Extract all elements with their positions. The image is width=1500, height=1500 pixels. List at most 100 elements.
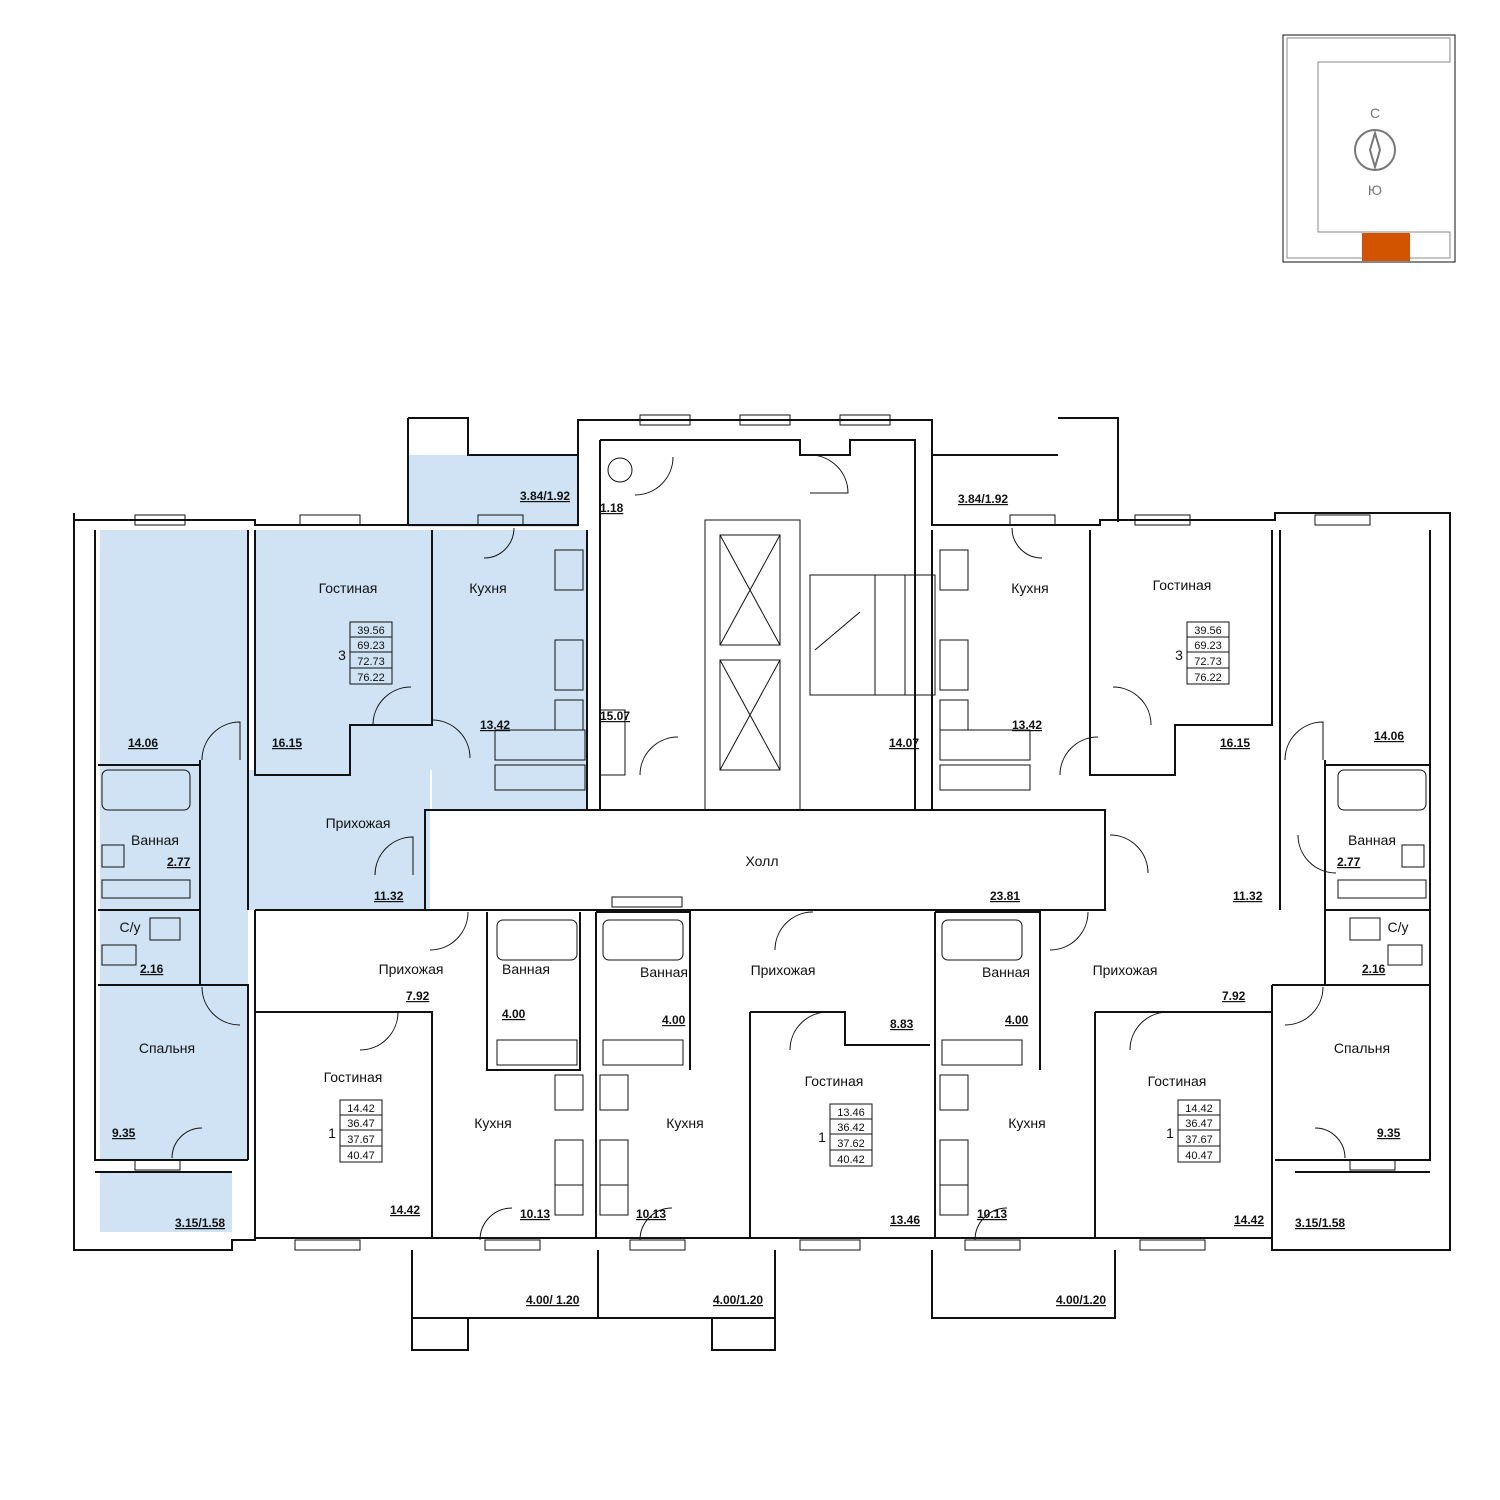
svg-text:39.56: 39.56 [357,625,385,637]
area-label: 3.84/1.92 [958,492,1008,506]
room-label: Гостиная [324,1069,383,1085]
area-label: 4.00 [662,1013,686,1027]
svg-text:72.73: 72.73 [1194,656,1222,668]
room-label: Ванная [640,964,688,980]
svg-text:36.47: 36.47 [347,1118,375,1130]
area-label: 3.84/1.92 [520,489,570,503]
area-label: 10.13 [636,1207,666,1221]
apartment-summary-2[interactable]: 3 39.56 69.23 72.73 76.22 [1175,621,1230,685]
area-label: 10.13 [520,1207,550,1221]
area-label: 13.42 [1012,718,1042,732]
interior-walls [98,439,1430,1238]
area-label: 4.00 [1005,1013,1029,1027]
room-label: С/у [1388,919,1409,935]
area-label: 14.42 [1234,1213,1264,1227]
area-label: 2.16 [1362,962,1386,976]
svg-text:1: 1 [818,1129,826,1145]
svg-text:36.47: 36.47 [1185,1118,1213,1130]
area-label: 14.06 [128,736,158,750]
svg-text:39.56: 39.56 [1194,625,1222,637]
room-label: Прихожая [751,962,816,978]
area-labels: 3.84/1.92 3.84/1.92 1.18 15.07 14.07 14.… [112,489,1404,1307]
room-label: Прихожая [1093,962,1158,978]
svg-text:40.47: 40.47 [1185,1150,1213,1162]
room-label: Гостиная [1153,577,1212,593]
area-label: 14.07 [889,736,919,750]
room-label: Кухня [469,580,506,596]
area-label: 15.07 [600,709,630,723]
svg-text:69.23: 69.23 [357,640,385,652]
area-label: 7.92 [406,989,430,1003]
room-label: Кухня [666,1115,703,1131]
apartment-summary-3[interactable]: 1 14.42 36.47 37.67 40.47 [328,1099,383,1163]
room-label: Гостиная [805,1073,864,1089]
apartment-summary-1[interactable]: 3 39.56 69.23 72.73 76.22 [338,621,393,685]
svg-text:13.46: 13.46 [837,1107,865,1119]
area-label: 4.00 [502,1007,526,1021]
room-label: Кухня [474,1115,511,1131]
svg-text:76.22: 76.22 [357,672,385,684]
area-label: 14.42 [390,1203,420,1217]
area-label: 1.18 [600,501,624,515]
selected-section-marker [1362,233,1410,261]
room-label: Прихожая [326,815,391,831]
room-label: Ванная [1348,832,1396,848]
room-labels: Гостиная Кухня Прихожая Ванная С/у Спаль… [120,577,1409,1131]
room-label: Ванная [131,832,179,848]
svg-text:37.67: 37.67 [347,1134,375,1146]
room-label: Гостиная [1148,1073,1207,1089]
area-label: 9.35 [1377,1126,1401,1140]
room-label: Спальня [139,1040,195,1056]
room-label: Гостиная [319,580,378,596]
svg-text:76.22: 76.22 [1194,672,1222,684]
area-label: 4.00/ 1.20 [526,1293,580,1307]
svg-text:37.67: 37.67 [1185,1134,1213,1146]
svg-text:1: 1 [1166,1125,1174,1141]
room-label: Кухня [1008,1115,1045,1131]
compass-north: С [1370,105,1380,121]
area-label: 13.46 [890,1213,920,1227]
area-label: 2.77 [167,855,191,869]
svg-text:40.42: 40.42 [837,1154,865,1166]
area-label: 9.35 [112,1126,136,1140]
room-label: Холл [746,853,779,869]
area-label: 4.00/1.20 [713,1293,763,1307]
area-label: 16.15 [272,736,302,750]
svg-text:1: 1 [328,1125,336,1141]
compass-south: Ю [1368,182,1382,198]
area-label: 11.32 [1233,889,1263,903]
area-label: 7.92 [1222,989,1246,1003]
room-label: Спальня [1334,1040,1390,1056]
svg-text:36.42: 36.42 [837,1122,865,1134]
fixtures [101,549,1427,1216]
area-label: 2.77 [1337,855,1361,869]
key-plan: С Ю [1282,34,1456,263]
area-label: 3.15/1.58 [175,1216,225,1230]
svg-text:3: 3 [1175,647,1183,663]
svg-text:3: 3 [338,647,346,663]
svg-text:69.23: 69.23 [1194,640,1222,652]
svg-text:40.47: 40.47 [347,1150,375,1162]
room-label: Ванная [982,964,1030,980]
svg-text:72.73: 72.73 [357,656,385,668]
area-label: 8.83 [890,1017,914,1031]
area-label: 11.32 [374,889,404,903]
svg-text:14.42: 14.42 [1185,1103,1213,1115]
building-walls [73,414,1451,1351]
area-label: 23.81 [990,889,1020,903]
apartment-summary-4[interactable]: 1 13.46 36.42 37.62 40.42 [818,1103,873,1167]
area-label: 14.06 [1374,729,1404,743]
room-label: С/у [120,919,141,935]
area-label: 3.15/1.58 [1295,1216,1345,1230]
apartment-summary-5[interactable]: 1 14.42 36.47 37.67 40.47 [1166,1099,1221,1163]
svg-text:37.62: 37.62 [837,1138,865,1150]
area-label: 16.15 [1220,736,1250,750]
area-label: 2.16 [140,962,164,976]
room-label: Кухня [1011,580,1048,596]
area-label: 10.13 [977,1207,1007,1221]
room-label: Прихожая [379,961,444,977]
door-swings [171,454,1346,1241]
svg-text:14.42: 14.42 [347,1103,375,1115]
area-label: 13.42 [480,718,510,732]
